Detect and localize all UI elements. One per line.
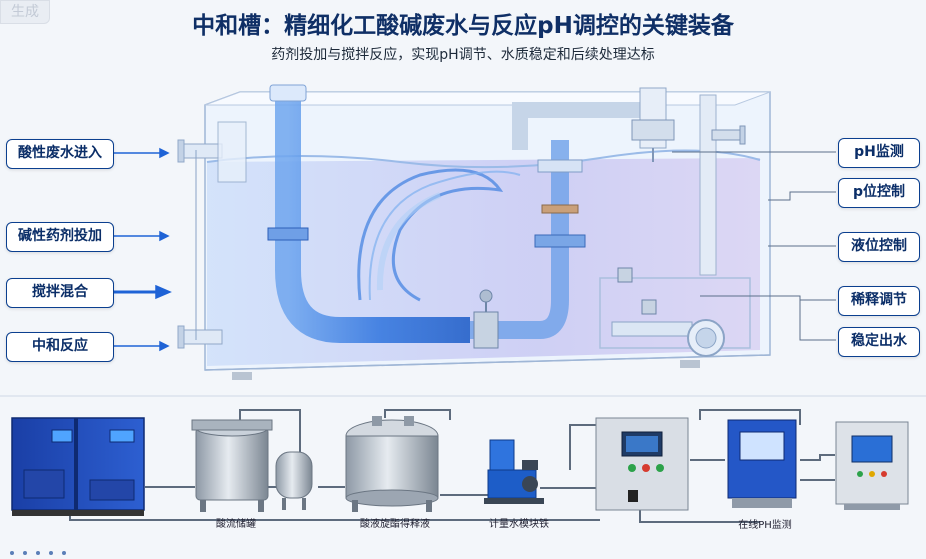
dosing-unit bbox=[512, 87, 746, 357]
outlet-chamber bbox=[599, 277, 751, 349]
label-stable-outflow: 稳定出水 bbox=[838, 327, 920, 357]
blue-cabinet bbox=[11, 417, 145, 516]
label-dilution: 稀释调节 bbox=[838, 286, 920, 316]
water-surface bbox=[206, 149, 761, 169]
caption-acid-tank: 酸流储罐 bbox=[216, 519, 256, 530]
label-level-control: 液位控制 bbox=[838, 232, 920, 262]
neutralization-tank bbox=[204, 91, 771, 380]
watermark: 生成 bbox=[0, 0, 50, 24]
page-subtitle: 药剂投加与搅拌反应，实现pH调节、水质稳定和后续处理达标 bbox=[271, 47, 655, 63]
label-p-control: p位控制 bbox=[838, 178, 920, 208]
metering-pump bbox=[484, 439, 544, 504]
label-acid-inlet: 酸性废水进入 bbox=[6, 139, 114, 169]
caption-pump: 计量水模块铁 bbox=[489, 519, 549, 530]
page-title: 中和槽：精细化工酸碱废水与反应pH调控的关键装备 bbox=[192, 13, 734, 39]
process-pipeline bbox=[69, 409, 835, 523]
pagination-dots bbox=[10, 540, 75, 559]
right-connectors bbox=[672, 151, 836, 341]
tank-water bbox=[207, 158, 760, 366]
acid-storage-tank bbox=[191, 419, 313, 512]
label-alkali-dosing: 碱性药剂投加 bbox=[6, 222, 114, 252]
label-ph-monitoring: pH监测 bbox=[838, 138, 920, 168]
reaction-vessel bbox=[345, 416, 439, 512]
control-cabinet bbox=[595, 417, 689, 511]
caption-ph-monitor: 在线PH监测 bbox=[738, 520, 792, 531]
analyzer-panel bbox=[835, 421, 909, 510]
mixing-pipe bbox=[267, 84, 586, 349]
inlet-pipes bbox=[177, 121, 247, 349]
label-neutralization: 中和反应 bbox=[6, 332, 114, 362]
ph-monitor bbox=[727, 419, 797, 508]
label-mixing: 搅拌混合 bbox=[6, 278, 114, 308]
caption-reactor: 酸液旋酯得释液 bbox=[360, 519, 430, 530]
left-arrows bbox=[114, 147, 197, 352]
